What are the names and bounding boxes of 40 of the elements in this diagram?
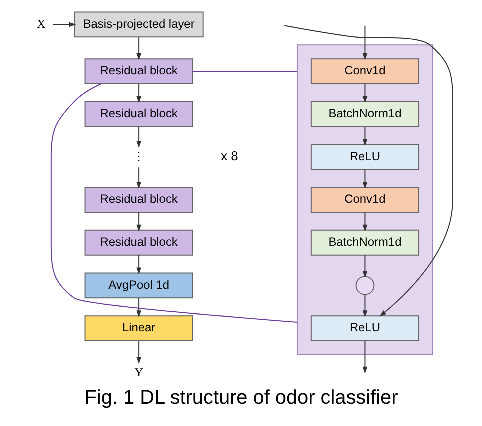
node-circle	[355, 276, 374, 296]
node-box: BatchNorm1d	[310, 101, 420, 128]
node-box: Residual block	[84, 187, 193, 213]
arrow	[52, 22, 76, 28]
node-box: Linear	[84, 316, 193, 342]
node-box: BatchNorm1d	[310, 230, 420, 256]
arrow	[362, 126, 368, 146]
node-box: Conv1d	[310, 187, 420, 213]
node-box: ReLU	[310, 144, 420, 170]
node-box: AvgPool 1d	[84, 272, 193, 299]
arrow	[362, 254, 368, 278]
label: x 8	[220, 148, 238, 164]
arrow	[362, 84, 368, 104]
node-text: Y	[134, 365, 143, 380]
node-text: X	[36, 16, 46, 31]
arrow	[136, 167, 142, 190]
cluster	[296, 44, 433, 356]
arrow	[136, 36, 142, 60]
node-box: Conv1d	[310, 58, 420, 84]
arrow	[136, 254, 142, 275]
arrow	[362, 212, 368, 232]
connector	[192, 71, 298, 72]
node-box: Residual block	[84, 101, 193, 128]
arrow	[284, 25, 453, 317]
node-box: Basis-projected layer	[74, 12, 204, 38]
arrow	[136, 212, 142, 232]
node-box: Residual block	[84, 58, 193, 84]
caption: Fig. 1 DL structure of odor classifier	[84, 386, 398, 409]
arrow	[136, 84, 142, 104]
arrow	[362, 169, 368, 190]
arrow	[136, 298, 142, 318]
arrow	[362, 25, 368, 60]
node-text: ⋮	[132, 149, 145, 164]
node-box: ReLU	[310, 316, 420, 342]
node-box: Residual block	[84, 230, 193, 256]
arrow	[362, 340, 368, 374]
arrow	[136, 126, 142, 148]
arrow	[362, 294, 368, 318]
arrow	[136, 340, 142, 364]
connector	[50, 84, 298, 323]
